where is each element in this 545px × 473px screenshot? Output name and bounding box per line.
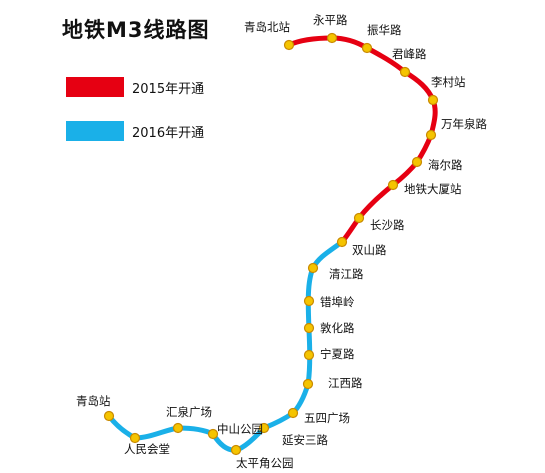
line-segment-2015 — [286, 35, 438, 245]
station-label: 振华路 — [367, 23, 402, 37]
station-label: 青岛站 — [76, 394, 111, 408]
station-marker — [230, 444, 242, 456]
station-marker — [399, 66, 411, 78]
station-marker — [258, 422, 270, 434]
station-marker — [172, 422, 184, 434]
station-marker — [207, 428, 219, 440]
station-marker — [302, 378, 314, 390]
station-label: 地铁大厦站 — [404, 182, 462, 196]
map-title: 地铁M3线路图 — [62, 18, 210, 42]
station-label: 汇泉广场 — [166, 405, 212, 419]
station-label: 海尔路 — [428, 158, 463, 172]
station-label: 清江路 — [329, 267, 364, 281]
station-label: 延安三路 — [282, 433, 328, 447]
station-marker — [425, 129, 437, 141]
station-label: 双山路 — [352, 243, 387, 257]
station-label: 长沙路 — [370, 218, 405, 232]
station-label: 宁夏路 — [320, 347, 355, 361]
station-label: 敦化路 — [320, 321, 355, 335]
station-marker — [287, 407, 299, 419]
station-marker — [411, 156, 423, 168]
legend-swatch-2016 — [66, 121, 124, 141]
station-marker — [283, 39, 295, 51]
station-label: 中山公园 — [217, 422, 263, 436]
legend-label-2016: 2016年开通 — [132, 125, 205, 141]
station-label: 五四广场 — [304, 411, 350, 425]
station-label: 永平路 — [313, 13, 348, 27]
station-label: 错埠岭 — [320, 295, 355, 309]
station-label: 君峰路 — [392, 47, 427, 61]
station-label: 青岛北站 — [244, 20, 290, 34]
station-label: 万年泉路 — [441, 117, 487, 131]
station-marker — [307, 262, 319, 274]
station-marker — [427, 94, 439, 106]
legend-label-2015: 2015年开通 — [132, 81, 205, 97]
station-label: 江西路 — [328, 376, 363, 390]
station-marker — [353, 212, 365, 224]
station-label: 人民会堂 — [124, 442, 170, 456]
station-marker — [336, 236, 348, 248]
station-marker — [129, 432, 141, 444]
station-label: 太平角公园 — [236, 456, 294, 470]
legend-swatch-2015 — [66, 77, 124, 97]
station-marker — [387, 179, 399, 191]
station-label: 李村站 — [431, 75, 466, 89]
station-marker — [303, 349, 315, 361]
legend-item-2016: 2016年开通 — [66, 121, 204, 141]
station-marker — [361, 42, 373, 54]
legend-item-2015: 2015年开通 — [66, 77, 204, 97]
station-marker — [103, 410, 115, 422]
station-marker — [326, 32, 338, 44]
station-marker — [303, 295, 315, 307]
station-marker — [303, 322, 315, 334]
